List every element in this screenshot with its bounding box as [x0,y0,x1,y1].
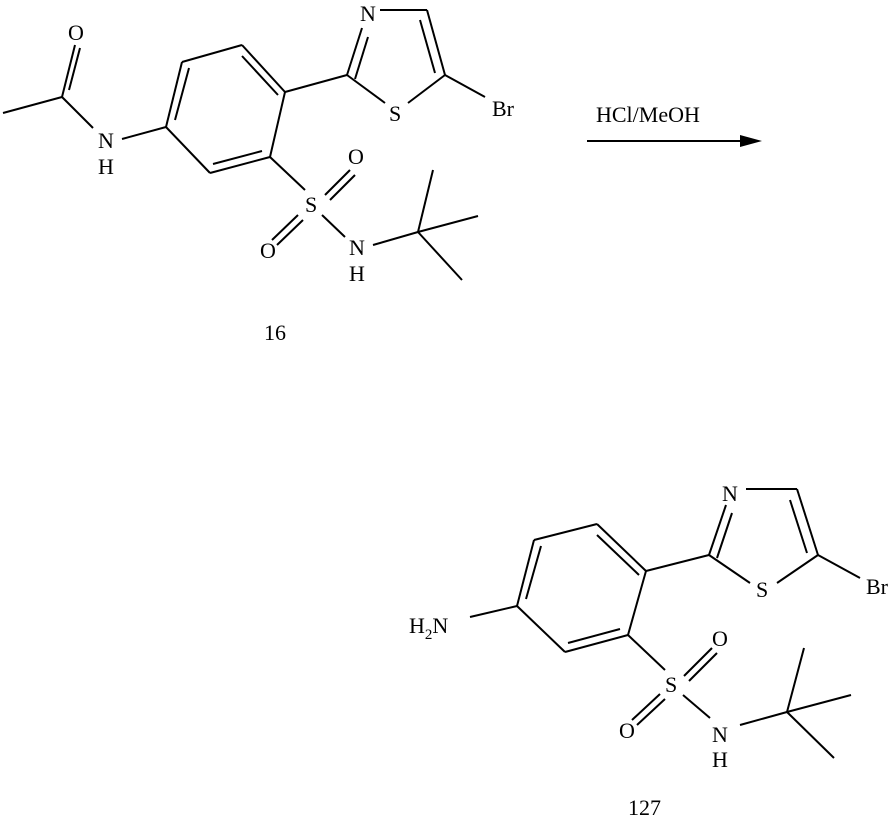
reagent-label: HCl/MeOH [596,102,700,127]
atom-thiazole-sulfur: S [756,577,768,602]
atom-sulfonamide-nitrogen: N [712,722,728,747]
atom-thiazole-sulfur: S [389,101,401,126]
atom-sulfonyl-oxygen-top: O [712,626,728,651]
atom-amine-group: H2N [409,613,448,643]
compound-number-16: 16 [264,320,286,345]
product-structure [469,488,861,759]
atom-sulfonyl-oxygen-top: O [348,144,364,169]
reactant-atom-labels: O N H N S Br S O O N H [68,1,515,286]
atom-sulfonyl-oxygen-bottom: O [619,718,635,743]
atom-thiazole-nitrogen: N [360,1,376,26]
atom-amide-hydrogen: H [98,154,114,179]
product-atom-labels: H2N N S Br S O O N H [409,481,889,772]
atom-sulfonamide-hydrogen: H [349,261,365,286]
amine-subscript: 2 [425,627,433,643]
atom-thiazole-nitrogen: N [722,481,738,506]
amine-hydrogen: H [409,613,425,638]
reaction-arrow: HCl/MeOH [587,102,762,147]
atom-amide-nitrogen: N [98,128,114,153]
amine-nitrogen: N [432,613,448,638]
atom-bromine: Br [866,574,889,599]
atom-sulfonamide-hydrogen: H [712,747,728,772]
arrowhead-icon [740,135,762,147]
compound-number-127: 127 [628,795,661,820]
atom-amide-oxygen: O [68,20,84,45]
reactant-structure [2,9,486,281]
atom-sulfonyl-sulfur: S [665,672,677,697]
atom-sulfonyl-sulfur: S [305,192,317,217]
atom-sulfonyl-oxygen-bottom: O [260,238,276,263]
atom-bromine: Br [492,96,515,121]
atom-sulfonamide-nitrogen: N [349,235,365,260]
